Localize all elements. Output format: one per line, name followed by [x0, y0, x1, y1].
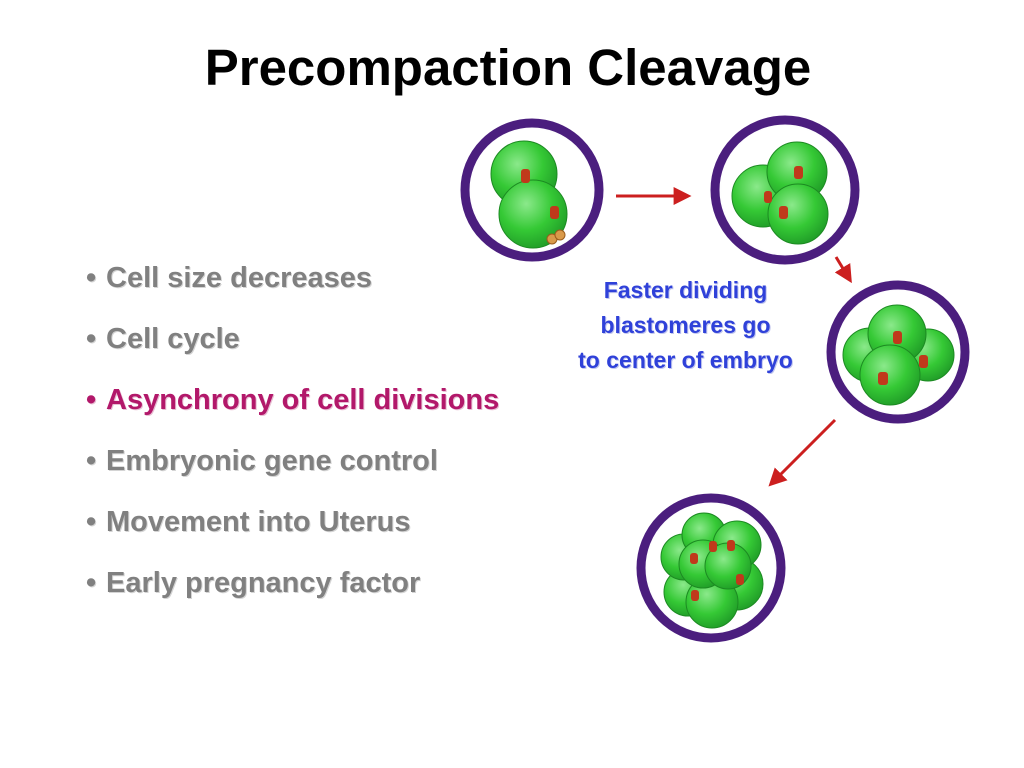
caption-line: to center of embryo: [578, 347, 793, 373]
bullet-text: Cell cycle: [106, 323, 240, 355]
nucleus: [919, 355, 928, 368]
blastomere: [498, 179, 568, 249]
bullet-dot: •: [86, 323, 97, 355]
bullet-list: • Cell size decreases • Cell cycle • Asynch…: [86, 262, 499, 628]
bullet-text: Asynchrony of cell divisions: [106, 384, 500, 416]
caption-line: blastomeres go: [600, 312, 771, 338]
embryo-four-cell: [826, 280, 970, 424]
nucleus: [794, 166, 803, 179]
polar-body: [554, 229, 566, 241]
bullet-dot: •: [86, 506, 97, 538]
bullet-item-highlighted: • Asynchrony of cell divisions: [86, 384, 499, 445]
nucleus: [764, 191, 772, 203]
nucleus: [709, 541, 717, 552]
bullet-item: • Cell cycle: [86, 323, 499, 384]
nucleus: [779, 206, 788, 219]
bullet-item: • Early pregnancy factor: [86, 567, 499, 628]
bullet-text: Movement into Uterus: [106, 506, 411, 538]
arrow-down-left: [768, 418, 837, 487]
bullet-text: Cell size decreases: [106, 262, 373, 294]
nucleus: [727, 540, 735, 551]
nucleus: [691, 590, 699, 601]
bullet-item: • Cell size decreases: [86, 262, 499, 323]
bullet-item: • Embryonic gene control: [86, 445, 499, 506]
nucleus: [878, 372, 888, 385]
bullet-dot: •: [86, 445, 97, 477]
bullet-text: Early pregnancy factor: [106, 567, 421, 599]
embryo-eight-cell: [636, 493, 786, 643]
nucleus: [893, 331, 902, 344]
slide-title: Precompaction Cleavage: [204, 39, 812, 96]
arrow-down-right: [834, 256, 852, 284]
blastomere: [859, 344, 921, 406]
bullet-dot: •: [86, 262, 97, 294]
embryo-three-cell: [710, 115, 860, 265]
caption-line: Faster dividing: [603, 277, 768, 303]
bullet-item: • Movement into Uterus: [86, 506, 499, 567]
nucleus: [521, 169, 530, 183]
bullet-text: Embryonic gene control: [106, 445, 438, 477]
nucleus: [736, 574, 744, 585]
bullet-dot: •: [86, 384, 97, 416]
bullet-dot: •: [86, 567, 97, 599]
blastomere: [767, 183, 829, 245]
diagram-caption: Faster dividing blastomeres go to center…: [548, 273, 823, 378]
nucleus: [690, 553, 698, 564]
nucleus: [550, 206, 559, 219]
embryo-two-cell: [460, 118, 604, 262]
